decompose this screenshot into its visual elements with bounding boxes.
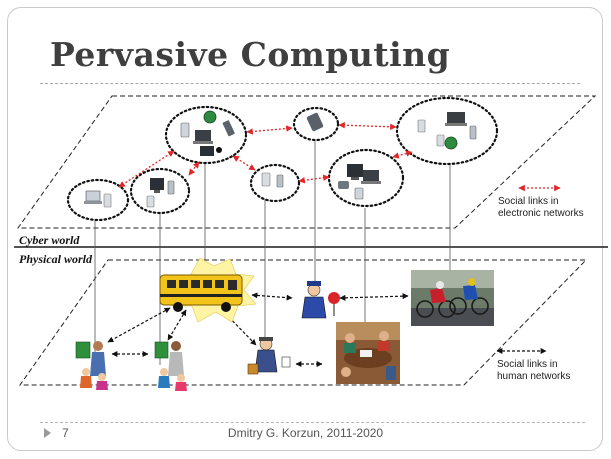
- phone-icon: [276, 174, 284, 188]
- electronic-link: [392, 150, 413, 159]
- cyber-world-plane: [17, 95, 597, 229]
- electronic-link: [298, 174, 330, 184]
- desktop-icon: [200, 146, 222, 156]
- electronic-link: [188, 161, 200, 176]
- footer-author: Dmitry G. Korzun, 2011-2020: [227, 426, 384, 440]
- phone-icon: [167, 180, 175, 195]
- police-icon: [301, 281, 340, 319]
- phone-icon: [306, 112, 324, 132]
- pda-icon: [417, 119, 426, 133]
- teacher-icon: [75, 341, 108, 390]
- camera-icon: [338, 181, 349, 189]
- legend-line: human networks: [497, 371, 571, 382]
- human-link: [107, 307, 171, 343]
- device-cluster: [395, 96, 499, 166]
- physical-world-plane: [19, 259, 588, 386]
- electronic-link: [246, 125, 293, 135]
- slide-title: Pervasive Computing: [50, 35, 451, 74]
- legend-line: Social links in: [497, 359, 558, 370]
- school-bus-icon: [159, 257, 257, 323]
- camera-icon: [444, 136, 458, 150]
- electronic-link: [338, 121, 397, 131]
- cyclists-photo: [411, 270, 494, 326]
- device-cluster: [249, 163, 301, 203]
- laptop-icon: [193, 130, 213, 144]
- phone-icon: [469, 125, 477, 140]
- title-divider: [40, 83, 580, 84]
- pda-icon: [180, 122, 190, 138]
- pda-icon: [261, 172, 271, 187]
- human-link: [339, 293, 409, 301]
- page-arrow-icon: [44, 428, 51, 438]
- human-link: [221, 309, 257, 346]
- pda-icon: [354, 187, 364, 200]
- device-clusters: [66, 96, 499, 222]
- laptop-icon: [361, 170, 381, 184]
- cyber-world-label: Cyber world: [19, 233, 80, 247]
- human-link: [167, 309, 187, 341]
- human-link: [251, 292, 293, 301]
- human-links: [107, 292, 409, 367]
- businessman-icon: [247, 337, 291, 375]
- slide-frame: [7, 7, 603, 451]
- electronic-link: [232, 155, 256, 171]
- pda-icon: [103, 193, 112, 208]
- pda-icon: [146, 195, 155, 208]
- legend-line: Social links in: [498, 196, 559, 207]
- legend-line: electronic networks: [498, 208, 584, 219]
- laptop-icon: [84, 190, 102, 204]
- phone-icon: [222, 120, 235, 137]
- footer-divider: [40, 422, 585, 423]
- human-links-legend: Social links in human networks: [497, 359, 611, 383]
- laptop-icon: [445, 112, 467, 126]
- desktop-icon: [150, 178, 164, 193]
- physical-world-label: Physical world: [19, 252, 93, 266]
- page-number: 7: [62, 426, 69, 440]
- desktop-icon: [347, 164, 363, 180]
- camera-icon: [203, 110, 217, 124]
- devices: [84, 110, 477, 208]
- electronic-link: [118, 150, 175, 188]
- meeting-photo: [336, 322, 400, 384]
- electronic-links-legend: Social links in electronic networks: [498, 196, 611, 220]
- teacher-icon: [154, 341, 187, 391]
- electronic-links: [118, 121, 413, 188]
- pda-icon: [436, 134, 445, 147]
